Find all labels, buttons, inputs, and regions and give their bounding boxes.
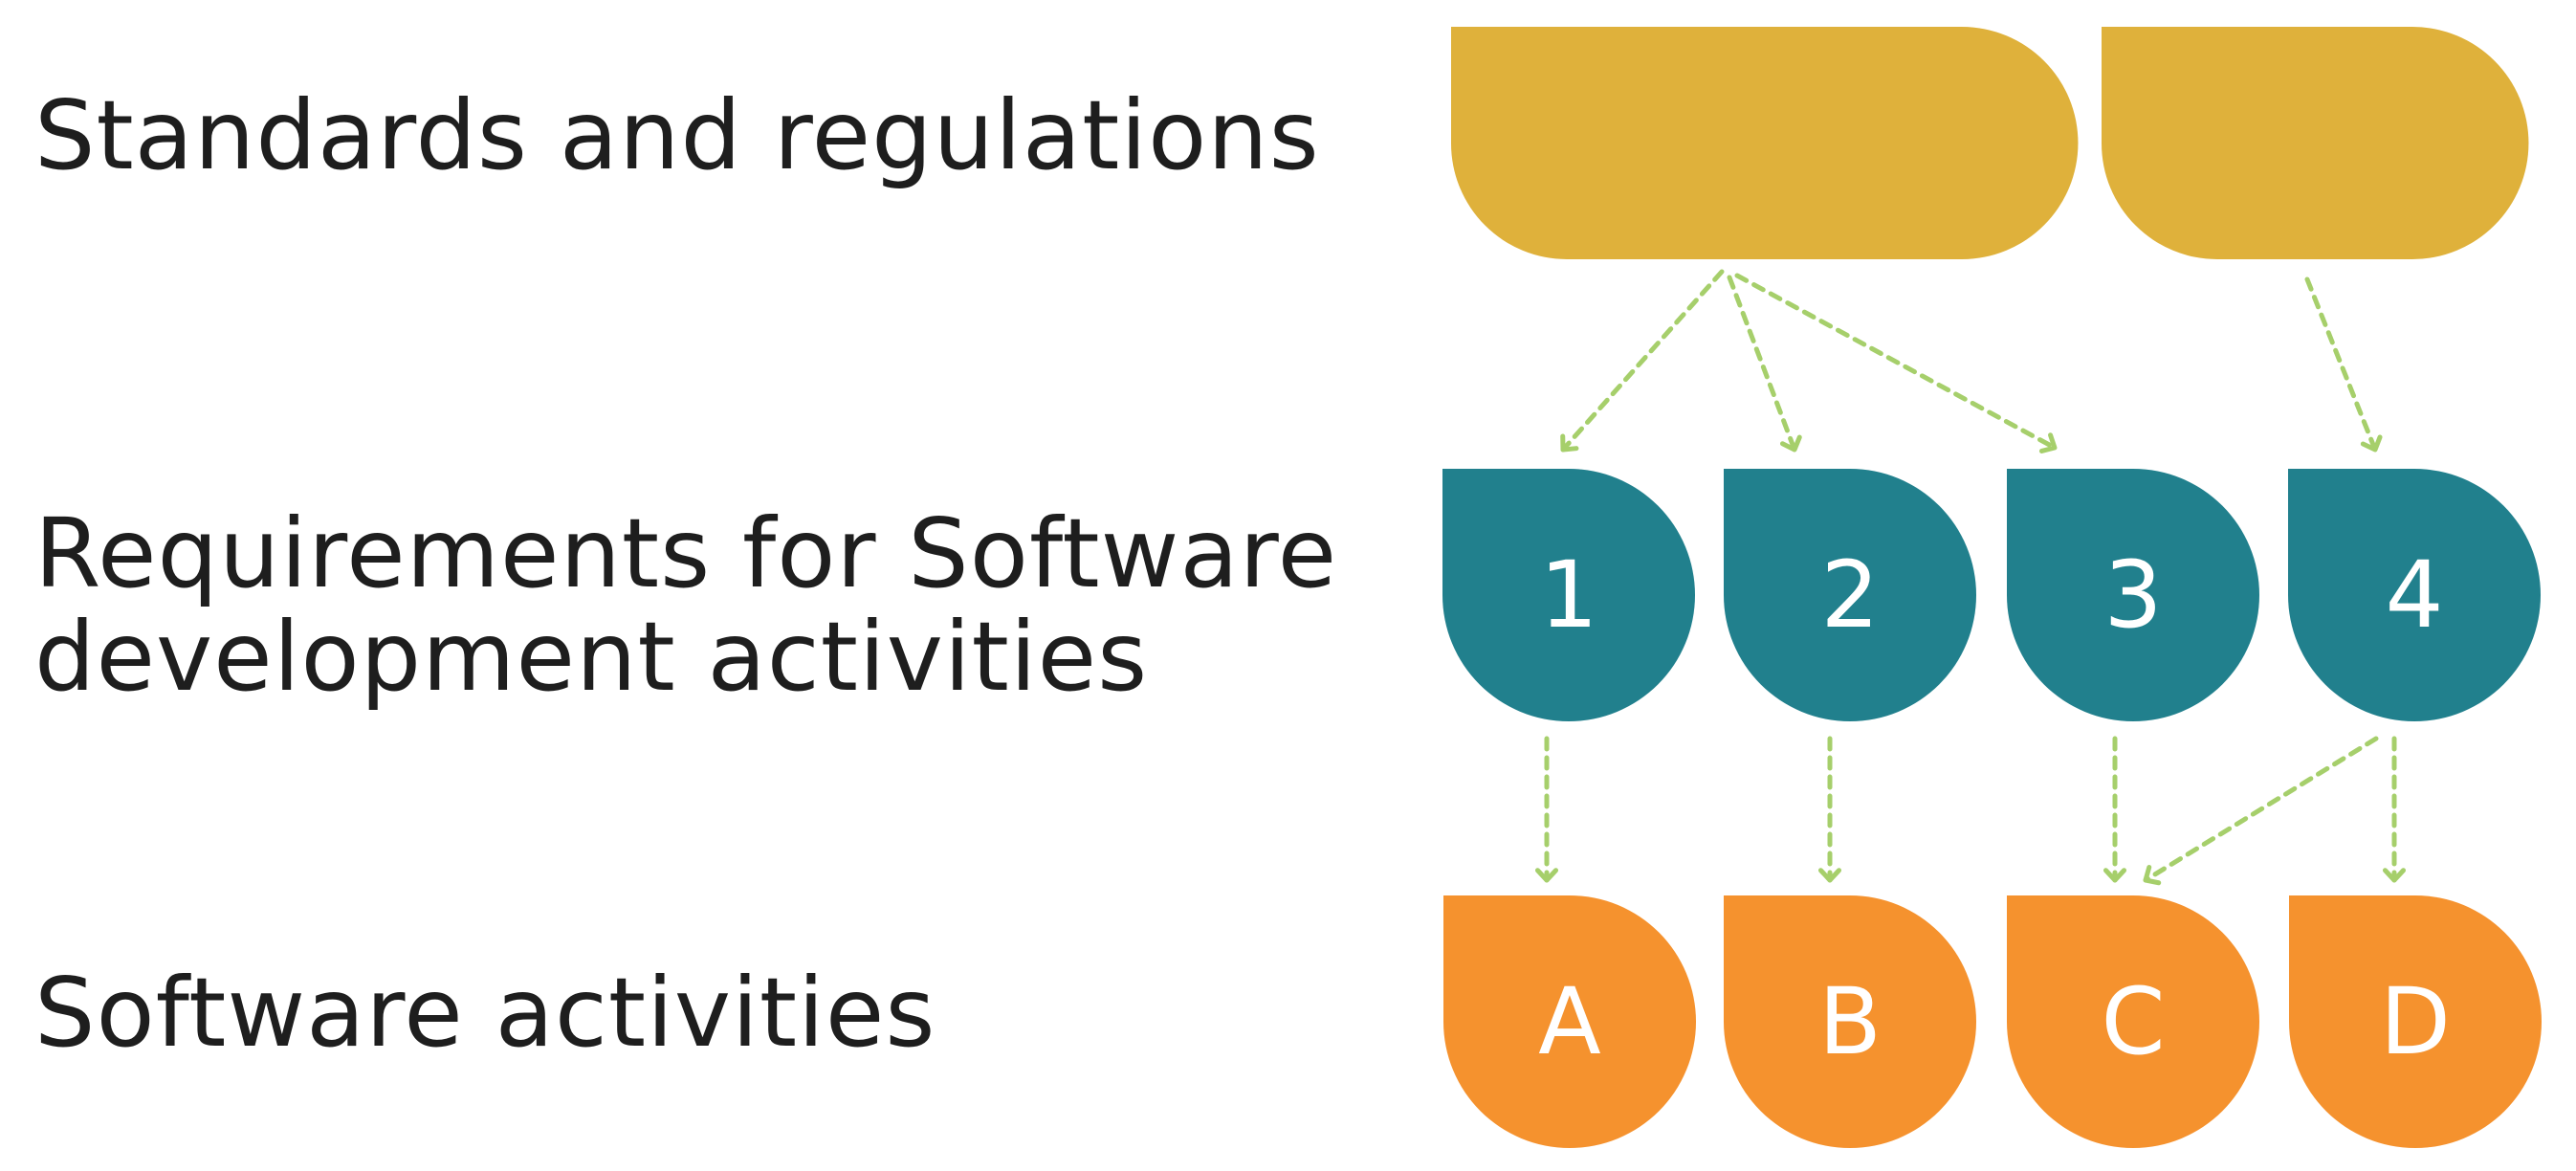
requirements-layer: 1 2 3 4 — [1442, 469, 2541, 721]
arrow-line — [2304, 276, 2378, 453]
links-layer — [1534, 269, 2407, 886]
arrow-head — [1779, 434, 1802, 453]
arrow-head — [1817, 868, 1842, 883]
link-arrow-standard-1-to-req-3 — [1734, 273, 2058, 453]
link-arrow-req-1-to-act-a — [1534, 736, 1559, 883]
arrow-head — [1560, 433, 1579, 453]
requirement-shape — [1724, 469, 1976, 721]
standards-layer — [1451, 27, 2529, 259]
activities-row-label: Software activities — [34, 957, 936, 1069]
requirement-shape — [1442, 469, 1695, 721]
activity-letter: C — [2101, 968, 2165, 1075]
requirement-number: 2 — [1820, 541, 1879, 649]
activity-letter: D — [2380, 968, 2451, 1075]
activity-node: D — [2289, 895, 2542, 1148]
arrow-line — [1560, 269, 1725, 453]
requirement-node: 3 — [2007, 469, 2259, 721]
standard-box-2 — [2102, 27, 2529, 259]
activity-node: A — [1443, 895, 1696, 1148]
activity-shape — [2289, 895, 2542, 1148]
activity-letter: A — [1538, 968, 1601, 1075]
link-arrow-req-4-to-act-d — [2382, 736, 2407, 883]
requirement-shape — [2007, 469, 2259, 721]
arrow-line — [1727, 275, 1797, 453]
link-arrow-standard-2-to-req-4 — [2304, 276, 2383, 453]
link-arrow-standard-1-to-req-1 — [1560, 269, 1725, 453]
arrow-head — [2143, 865, 2162, 886]
requirement-shape — [2288, 469, 2541, 721]
activity-shape — [1724, 895, 1976, 1148]
requirement-number: 4 — [2385, 541, 2443, 649]
standards-row-label: Standards and regulations — [34, 79, 1320, 191]
arrow-line — [1734, 273, 2058, 451]
activity-node: C — [2007, 895, 2259, 1148]
requirements-label-line-1: Requirements for Software — [34, 497, 1338, 609]
arrow-head — [2038, 432, 2058, 453]
activity-shape — [2007, 895, 2259, 1148]
activities-layer: A B C D — [1443, 895, 2542, 1148]
requirement-number: 1 — [1539, 541, 1597, 649]
link-arrow-req-3-to-act-c — [2103, 736, 2127, 883]
requirements-row-label: Requirements for Software development ac… — [34, 502, 1337, 709]
activity-shape — [1443, 895, 1696, 1148]
arrow-head — [1534, 868, 1559, 883]
activity-node: B — [1724, 895, 1976, 1148]
arrow-head — [2382, 868, 2407, 883]
requirement-number: 3 — [2103, 541, 2162, 649]
requirements-label-line-2: development activities — [34, 601, 1149, 713]
arrow-head — [2360, 434, 2383, 453]
arrow-line — [2143, 736, 2379, 883]
requirement-node: 4 — [2288, 469, 2541, 721]
arrow-head — [2103, 868, 2127, 883]
link-arrow-req-2-to-act-b — [1817, 736, 1842, 883]
standard-box-1 — [1451, 27, 2079, 259]
activity-letter: B — [1818, 968, 1882, 1075]
requirement-node: 1 — [1442, 469, 1695, 721]
link-arrow-req-4-to-act-c — [2143, 736, 2379, 886]
requirement-node: 2 — [1724, 469, 1976, 721]
link-arrow-standard-1-to-req-2 — [1727, 275, 1802, 453]
